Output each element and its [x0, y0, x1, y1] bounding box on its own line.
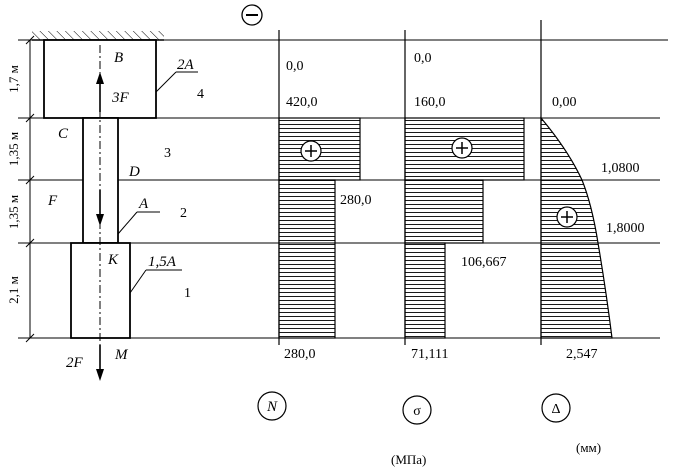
point-label-f: F	[47, 193, 58, 209]
delta-diagram-label: Δ	[541, 393, 571, 423]
delta-value-bottom: 2,547	[566, 347, 598, 362]
delta-value-1800: 1,8000	[606, 221, 645, 236]
area-label-4: 2A	[177, 57, 195, 73]
point-label-k: K	[107, 252, 119, 268]
plus-sign-icon	[300, 140, 322, 162]
sigma-value-top: 0,0	[414, 51, 432, 66]
minus-sign-icon	[241, 4, 263, 26]
section-number-2: 2	[180, 206, 187, 221]
area-leader-1	[129, 269, 147, 294]
plus-sign-icon	[451, 137, 473, 159]
sigma-value-71: 71,111	[411, 347, 448, 362]
length-label-4: 1,7 м	[6, 65, 21, 93]
fixed-support	[32, 31, 164, 41]
n-value-420: 420,0	[286, 95, 318, 110]
section-number-1: 1	[184, 286, 191, 301]
delta-epure	[540, 116, 613, 339]
length-label-2: 1,35 м	[6, 195, 21, 229]
sigma-value-160: 160,0	[414, 95, 446, 110]
sigma-diagram-label: σ	[402, 395, 432, 425]
point-label-c: C	[58, 126, 69, 142]
dimension-line	[25, 35, 35, 343]
sigma-unit: (МПа)	[391, 452, 426, 467]
n-value-top: 0,0	[286, 59, 304, 74]
section-number-4: 4	[197, 87, 204, 102]
n-value-280-bottom: 280,0	[284, 347, 316, 362]
point-label-b: B	[114, 50, 123, 66]
delta-value-top: 0,00	[552, 95, 577, 110]
sigma-epure	[404, 117, 525, 339]
area-leader-2	[117, 211, 138, 235]
force-arrow-down-mid	[96, 190, 104, 226]
delta-diagram-name: Δ	[551, 402, 560, 417]
point-label-d: D	[128, 164, 140, 180]
area-leader-4	[155, 71, 177, 93]
n-value-280-mid: 280,0	[340, 193, 372, 208]
plus-sign-icon	[556, 206, 578, 228]
length-label-1: 2,1 м	[6, 276, 21, 304]
sigma-diagram-name: σ	[413, 404, 421, 419]
section-number-3: 3	[164, 146, 171, 161]
force-arrow-down-end	[96, 345, 104, 381]
n-diagram-label: N	[257, 391, 287, 421]
force-label-3f: 3F	[111, 90, 130, 106]
n-epure	[278, 117, 361, 339]
length-label-3: 1,35 м	[6, 132, 21, 166]
area-label-1: 1,5A	[148, 254, 177, 270]
force-arrow-up	[96, 72, 104, 112]
delta-value-1080: 1,0800	[601, 161, 640, 176]
n-diagram-name: N	[266, 399, 278, 415]
delta-unit: (мм)	[576, 440, 601, 455]
point-label-m: M	[114, 347, 129, 363]
force-label-2f: 2F	[66, 355, 84, 371]
area-label-2: A	[138, 196, 149, 212]
sigma-value-106: 106,667	[461, 255, 507, 270]
